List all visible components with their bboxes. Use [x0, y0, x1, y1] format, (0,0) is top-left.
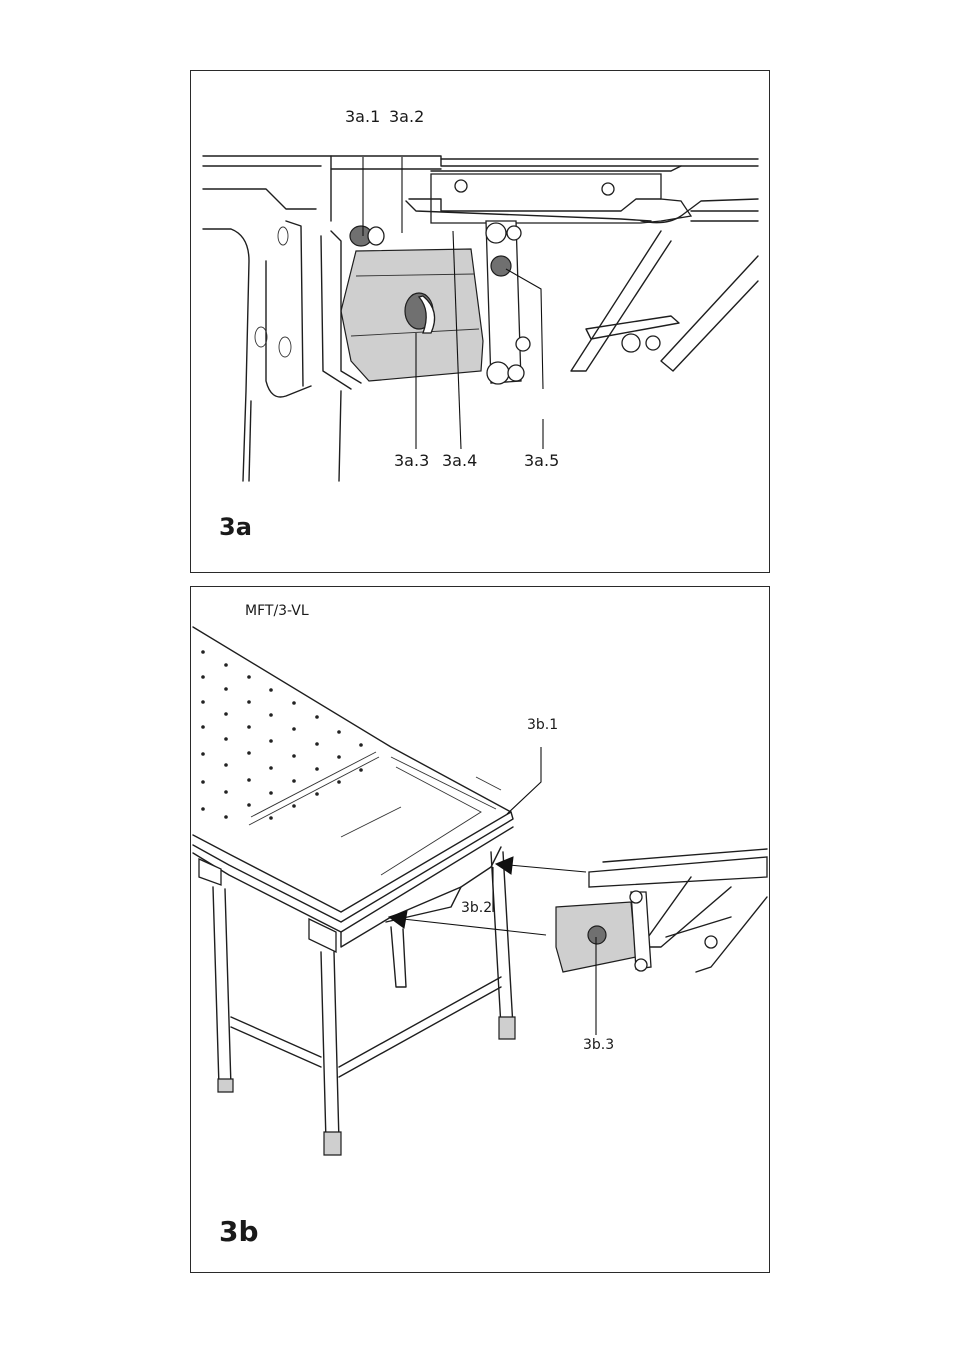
hole-grid [201, 650, 363, 820]
callout-3a-3: 3a.3 [394, 451, 429, 470]
figure-3a-illustration [191, 71, 769, 572]
callout-3a-4: 3a.4 [442, 451, 477, 470]
callout-3a-5: 3a.5 [524, 451, 559, 470]
callout-3b-3: 3b.3 [583, 1037, 614, 1053]
arrow-3b-lower [403, 919, 546, 935]
figure-3a: 3a.1 3a.2 3a.3 3a.4 3a.5 3a [190, 70, 770, 573]
figure-3b: MFT/3-VL [190, 586, 770, 1273]
figure-3b-illustration [191, 587, 769, 1272]
leader-3b-1 [507, 747, 541, 814]
callout-3a-2: 3a.2 [389, 107, 424, 126]
figure-label-3a: 3a [219, 513, 252, 541]
callout-3b-1: 3b.1 [527, 717, 558, 733]
callout-3b-2: 3b.2 [461, 900, 492, 916]
arrow-3b-upper [509, 865, 586, 872]
callout-3a-1: 3a.1 [345, 107, 380, 126]
figure-label-3b: 3b [219, 1215, 259, 1248]
